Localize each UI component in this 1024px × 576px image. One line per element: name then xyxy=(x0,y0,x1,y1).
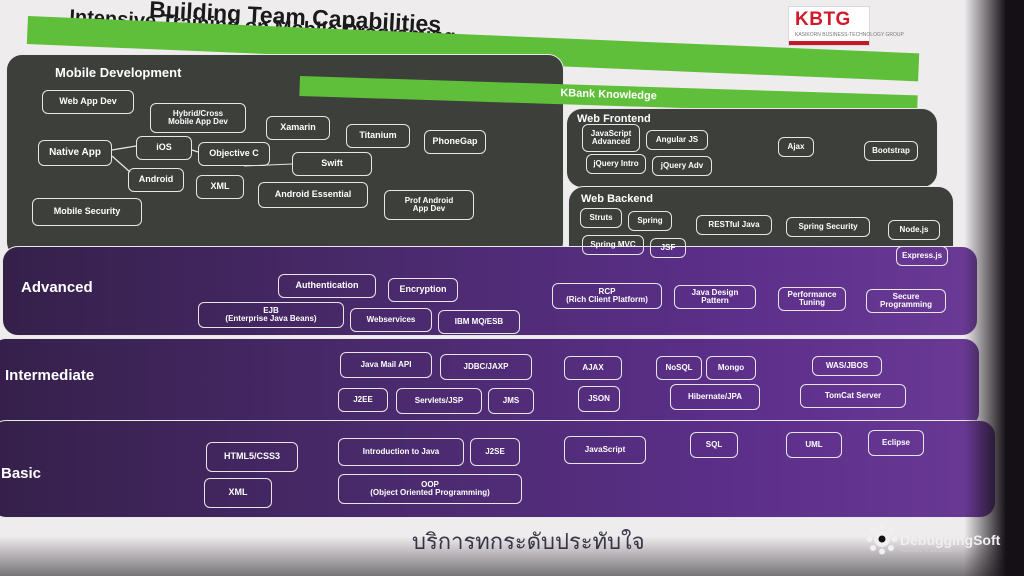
topic-webservices[interactable]: Webservices xyxy=(350,308,432,332)
topic-phonegap[interactable]: PhoneGap xyxy=(424,130,486,154)
topic-objective-c[interactable]: Objective C xyxy=(198,142,270,166)
topic-hybrid-cross-mobile-app-dev[interactable]: Hybrid/Cross Mobile App Dev xyxy=(150,103,246,133)
web-frontend-panel: Web Frontend xyxy=(566,108,938,188)
topic-introduction-to-java[interactable]: Introduction to Java xyxy=(338,438,464,466)
topic-jquery-adv[interactable]: jQuery Adv xyxy=(652,156,712,176)
topic-ibm-mq-esb[interactable]: IBM MQ/ESB xyxy=(438,310,520,334)
topic-spring[interactable]: Spring xyxy=(628,211,672,231)
topic-spring-security[interactable]: Spring Security xyxy=(786,217,870,237)
mobile-development-title: Mobile Development xyxy=(55,65,182,80)
topic-jms[interactable]: JMS xyxy=(488,388,534,414)
topic-prof-android-app-dev[interactable]: Prof Android App Dev xyxy=(384,190,474,220)
topic-mongo[interactable]: Mongo xyxy=(706,356,756,380)
topic-xml[interactable]: XML xyxy=(204,478,272,508)
advanced-panel: Advanced xyxy=(2,246,978,336)
topic-tomcat-server[interactable]: TomCat Server xyxy=(800,384,906,408)
topic-uml[interactable]: UML xyxy=(786,432,842,458)
advanced-title: Advanced xyxy=(21,279,93,296)
watermark-subtext: software & services xyxy=(900,548,953,554)
logo-bar xyxy=(789,41,869,45)
topic-java-mail-api[interactable]: Java Mail API xyxy=(340,352,432,378)
topic-expressjs[interactable]: Express.js xyxy=(896,246,948,266)
topic-html5-css3[interactable]: HTML5/CSS3 xyxy=(206,442,298,472)
topic-authentication[interactable]: Authentication xyxy=(278,274,376,298)
topic-rcp[interactable]: RCP (Rich Client Platform) xyxy=(552,283,662,309)
topic-secure-programming[interactable]: Secure Programming xyxy=(866,289,946,313)
basic-panel: Basic xyxy=(0,420,996,518)
topic-eclipse[interactable]: Eclipse xyxy=(868,430,924,456)
topic-jsf[interactable]: JSF xyxy=(650,238,686,258)
topic-ajax[interactable]: AJAX xyxy=(564,356,622,380)
gear-icon xyxy=(866,523,898,555)
intermediate-title: Intermediate xyxy=(5,367,95,384)
topic-angular-js[interactable]: Angular JS xyxy=(646,130,708,150)
topic-spring-mvc[interactable]: Spring MVC xyxy=(582,235,644,255)
topic-javascript-advanced[interactable]: JavaScript Advanced xyxy=(582,124,640,152)
topic-was-jbos[interactable]: WAS/JBOS xyxy=(812,356,882,376)
topic-android[interactable]: Android xyxy=(128,168,184,192)
topic-ejb[interactable]: EJB (Enterprise Java Beans) xyxy=(198,302,344,328)
topic-xamarin[interactable]: Xamarin xyxy=(266,116,330,140)
topic-servlets-jsp[interactable]: Servlets/JSP xyxy=(396,388,482,414)
topic-web-app-dev[interactable]: Web App Dev xyxy=(42,90,134,114)
web-backend-title: Web Backend xyxy=(581,193,653,205)
topic-jdbc-jaxp[interactable]: JDBC/JAXP xyxy=(440,354,532,380)
topic-java-design-pattern[interactable]: Java Design Pattern xyxy=(674,285,756,309)
web-frontend-title: Web Frontend xyxy=(577,113,651,125)
topic-performance-tuning[interactable]: Performance Tuning xyxy=(778,287,846,311)
topic-swift[interactable]: Swift xyxy=(292,152,372,176)
topic-struts[interactable]: Struts xyxy=(580,208,622,228)
topic-oop[interactable]: OOP (Object Oriented Programming) xyxy=(338,474,522,504)
topic-hibernate-jpa[interactable]: Hibernate/JPA xyxy=(670,384,760,410)
topic-j2se[interactable]: J2SE xyxy=(470,438,520,466)
topic-nodejs[interactable]: Node.js xyxy=(888,220,940,240)
topic-j2ee[interactable]: J2EE xyxy=(338,388,388,412)
topic-android-essential[interactable]: Android Essential xyxy=(258,182,368,208)
right-shadow xyxy=(964,0,1024,576)
bottom-shadow xyxy=(0,536,1024,576)
topic-native-app[interactable]: Native App xyxy=(38,140,112,166)
watermark-text: DebuggingSoft xyxy=(900,532,1001,548)
topic-encryption[interactable]: Encryption xyxy=(388,278,458,302)
topic-ios[interactable]: iOS xyxy=(136,136,192,160)
topic-bootstrap[interactable]: Bootstrap xyxy=(864,141,918,161)
kbtg-logo: KBTG KASIKORN BUSINESS-TECHNOLOGY GROUP xyxy=(788,6,904,46)
topic-jquery-intro[interactable]: jQuery Intro xyxy=(586,154,646,174)
basic-title: Basic xyxy=(1,465,42,482)
topic-xml-mobile[interactable]: XML xyxy=(196,175,244,199)
topic-restful-java[interactable]: RESTful Java xyxy=(696,215,772,235)
topic-javascript[interactable]: JavaScript xyxy=(564,436,646,464)
topic-nosql[interactable]: NoSQL xyxy=(656,356,702,380)
intermediate-panel: Intermediate xyxy=(0,338,980,428)
topic-titanium[interactable]: Titanium xyxy=(346,124,410,148)
topic-sql[interactable]: SQL xyxy=(690,432,738,458)
logo-subtext: KASIKORN BUSINESS-TECHNOLOGY GROUP xyxy=(795,32,904,38)
logo-text: KBTG xyxy=(795,9,851,30)
topic-mobile-security[interactable]: Mobile Security xyxy=(32,198,142,226)
topic-ajax-frontend[interactable]: Ajax xyxy=(778,137,814,157)
topic-json[interactable]: JSON xyxy=(578,386,620,412)
